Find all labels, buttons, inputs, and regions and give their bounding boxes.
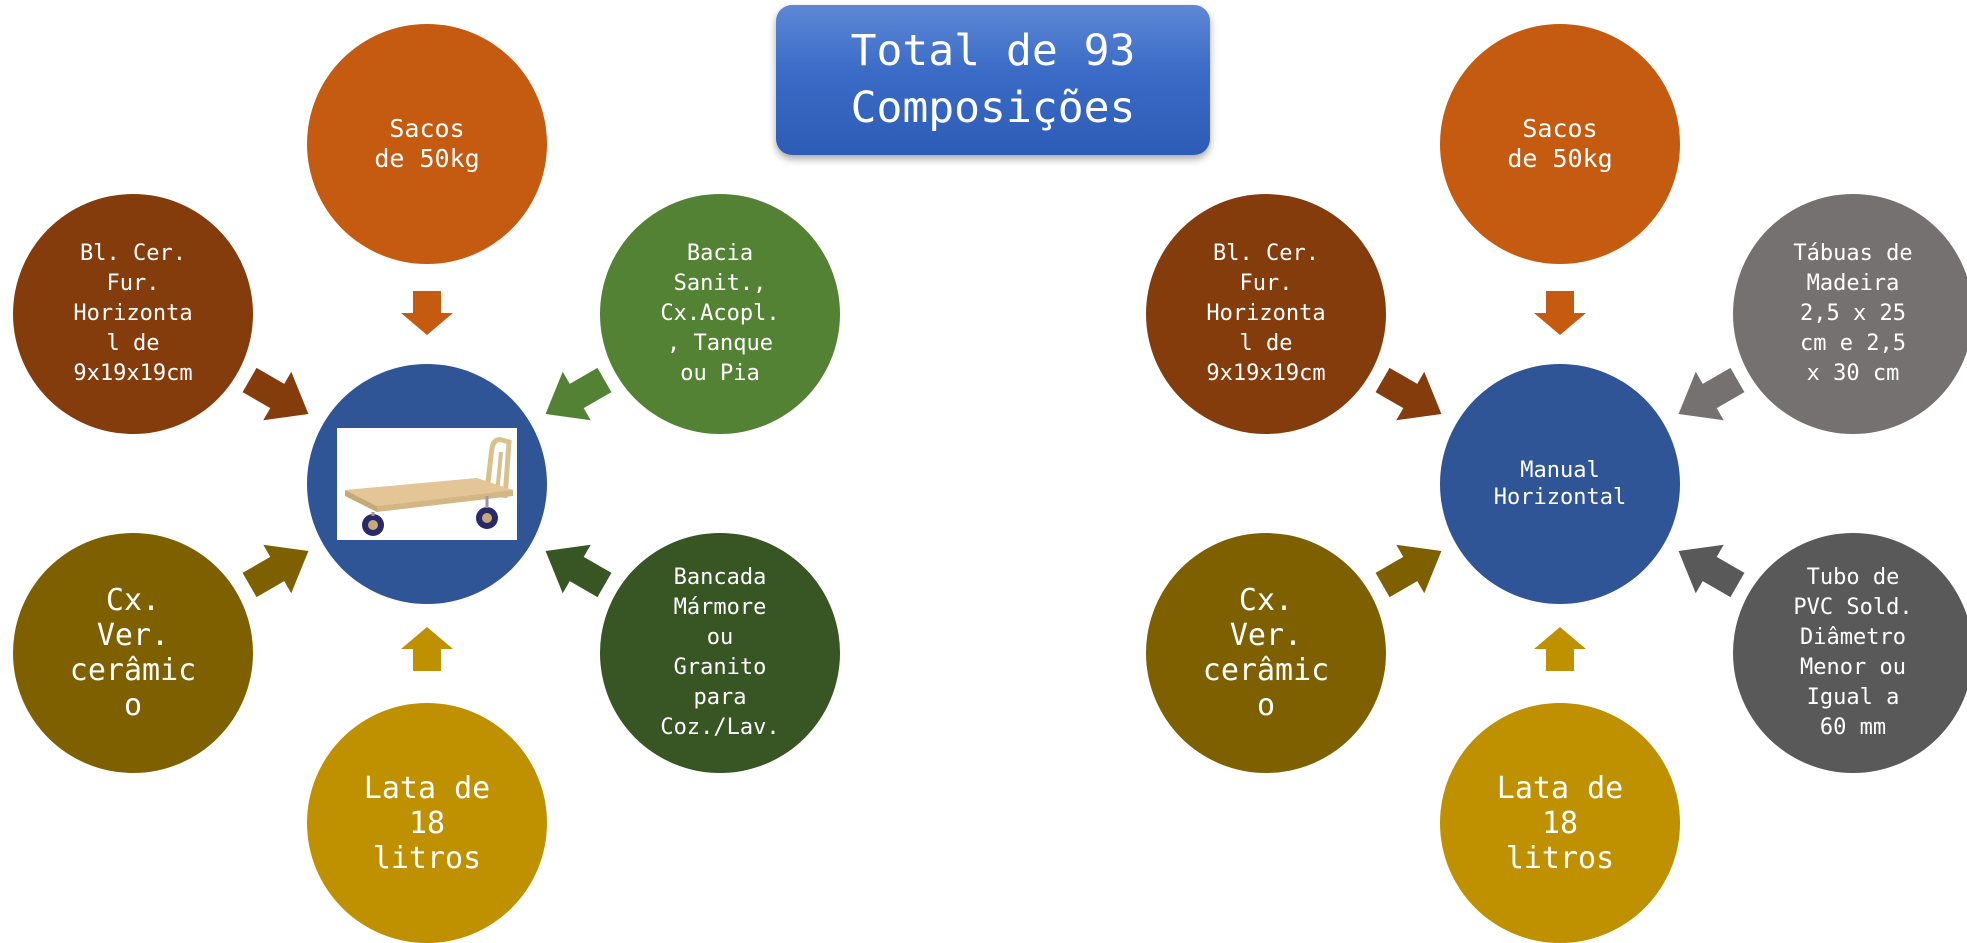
- right-lower-left-label: Cx. Ver. cerâmic o: [1202, 583, 1330, 723]
- right-bottom-circle: Lata de 18 litros: [1440, 703, 1680, 943]
- title-line-2: Composições: [850, 83, 1136, 133]
- left-arrow-lower-right: [535, 528, 615, 608]
- left-arrow-bottom: [387, 617, 467, 697]
- right-upper-right-label: Tábuas de Madeira 2,5 x 25 cm e 2,5 x 30…: [1793, 241, 1913, 386]
- right-center-label: Manual Horizontal: [1493, 458, 1627, 510]
- right-upper-left-label: Bl. Cer. Fur. Horizonta l de 9x19x19cm: [1206, 241, 1326, 386]
- left-arrow-lower-left: [239, 528, 319, 608]
- left-arrow-top: [387, 265, 467, 345]
- right-upper-right-circle: Tábuas de Madeira 2,5 x 25 cm e 2,5 x 30…: [1733, 194, 1967, 434]
- right-arrow-upper-right: [1668, 357, 1748, 437]
- left-upper-left-circle: Bl. Cer. Fur. Horizonta l de 9x19x19cm: [13, 194, 253, 434]
- title-text: Total de 93 Composições: [851, 23, 1136, 137]
- right-lower-right-circle: Tubo de PVC Sold. Diâmetro Menor ou Igua…: [1733, 533, 1967, 773]
- right-arrow-top: [1520, 265, 1600, 345]
- right-upper-left-circle: Bl. Cer. Fur. Horizonta l de 9x19x19cm: [1146, 194, 1386, 434]
- left-upper-right-circle: Bacia Sanit., Cx.Acopl. , Tanque ou Pia: [600, 194, 840, 434]
- left-lower-right-circle: Bancada Mármore ou Granito para Coz./Lav…: [600, 533, 840, 773]
- right-top-circle: Sacos de 50kg: [1440, 24, 1680, 264]
- right-lower-right-label: Tubo de PVC Sold. Diâmetro Menor ou Igua…: [1793, 565, 1913, 740]
- left-top-label: Sacos de 50kg: [374, 114, 480, 173]
- right-arrow-bottom: [1520, 617, 1600, 697]
- right-arrow-lower-left: [1372, 528, 1452, 608]
- left-upper-right-label: Bacia Sanit., Cx.Acopl. , Tanque ou Pia: [660, 241, 780, 386]
- platform-cart-image: [337, 428, 517, 540]
- left-lower-left-label: Cx. Ver. cerâmic o: [69, 583, 197, 723]
- left-arrow-upper-right: [535, 357, 615, 437]
- left-lower-right-label: Bancada Mármore ou Granito para Coz./Lav…: [660, 565, 780, 740]
- right-bottom-label: Lata de 18 litros: [1496, 770, 1624, 876]
- left-upper-left-label: Bl. Cer. Fur. Horizonta l de 9x19x19cm: [73, 241, 193, 386]
- right-arrow-lower-right: [1668, 528, 1748, 608]
- left-bottom-circle: Lata de 18 litros: [307, 703, 547, 943]
- left-arrow-upper-left: [239, 357, 319, 437]
- title-box: Total de 93 Composições: [776, 5, 1210, 155]
- right-lower-left-circle: Cx. Ver. cerâmic o: [1146, 533, 1386, 773]
- right-center-circle: Manual Horizontal: [1440, 364, 1680, 604]
- title-line-1: Total de 93: [850, 26, 1136, 76]
- left-bottom-label: Lata de 18 litros: [363, 770, 491, 876]
- left-lower-left-circle: Cx. Ver. cerâmic o: [13, 533, 253, 773]
- right-arrow-upper-left: [1372, 357, 1452, 437]
- right-top-label: Sacos de 50kg: [1507, 114, 1613, 173]
- left-top-circle: Sacos de 50kg: [307, 24, 547, 264]
